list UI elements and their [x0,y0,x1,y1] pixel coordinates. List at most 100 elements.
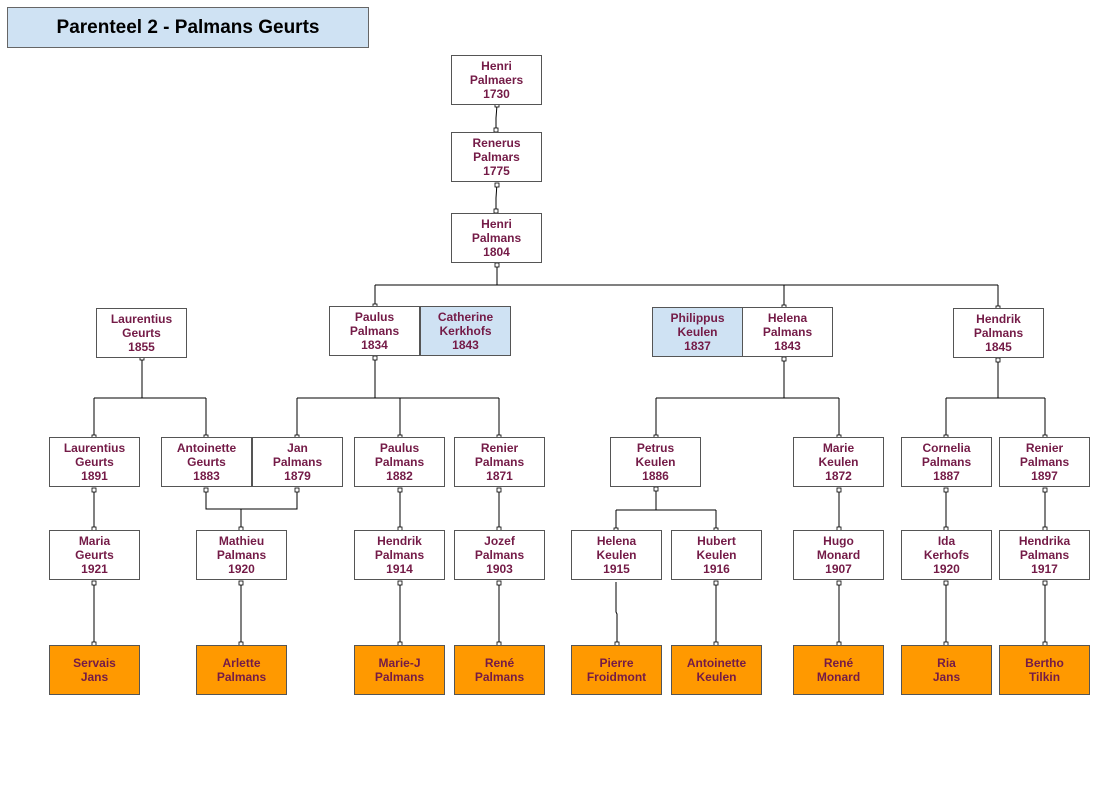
person-text: 1804 [483,245,510,259]
person-text: Geurts [122,326,161,340]
person-text: Petrus [636,441,675,455]
person-text: 1915 [603,562,630,576]
person-text: Palmans [1019,548,1070,562]
person-text: Henri [481,217,512,231]
person-text: 1883 [193,469,220,483]
person-text: Palmans [474,548,525,562]
connector-dot [1042,487,1048,493]
person-text: Palmans [973,326,1024,340]
person-text: 1882 [386,469,413,483]
person-text: 1920 [228,562,255,576]
person-text: 1891 [81,469,108,483]
person-text: Maria [78,534,111,548]
person-text: 1730 [483,87,510,101]
person-text: Keulen [818,455,859,469]
person-text: Palmans [349,324,400,338]
person-text: Monard [816,670,861,684]
connector-line [495,182,498,213]
person-text: Jans [932,670,961,684]
person-text: Cornelia [922,441,971,455]
person-text: 1886 [642,469,669,483]
person-text: Hendrik [377,534,422,548]
person-text: Jozef [484,534,515,548]
person-text: Ida [937,534,956,548]
person-text: 1843 [774,339,801,353]
connector-dot [653,486,659,492]
person-text: Palmaers [469,73,524,87]
connector-line [615,582,618,645]
person-text: Mathieu [218,534,265,548]
person-text: 1837 [684,339,711,353]
person-text: Palmans [374,670,425,684]
person-text: Antoinette [176,441,237,455]
person-text: 1917 [1031,562,1058,576]
person-text: Keulen [635,455,676,469]
person-text: 1845 [985,340,1012,354]
person-text: Paulus [354,310,395,324]
person-text: Geurts [75,455,114,469]
person-text: Geurts [75,548,114,562]
connector-dot [496,580,502,586]
person-text: 1907 [825,562,852,576]
connector-dot [294,487,300,493]
person-text: Renier [480,441,519,455]
person-text: René [484,656,515,670]
person-text: Keulen [596,548,637,562]
connector-dot [496,487,502,493]
person-text: Palmans [474,455,525,469]
person-text: Keulen [677,325,718,339]
connector-dot [494,182,500,188]
person-text: Palmars [473,150,520,164]
connector-dot [91,580,97,586]
person-text: Palmans [216,548,267,562]
connector-dot [1042,580,1048,586]
person-text: 1887 [933,469,960,483]
person-text: Helena [596,534,637,548]
person-text: Jans [80,670,109,684]
person-text: Marie-J [378,656,421,670]
person-text: Kerkhofs [439,324,492,338]
person-text: Marie [822,441,855,455]
person-text: Palmans [374,455,425,469]
connector-dot [238,580,244,586]
person-text: Henri [481,59,512,73]
person-text: Monard [816,548,861,562]
person-text: Hugo [823,534,854,548]
person-text: Froidmont [586,670,647,684]
person-text: 1871 [486,469,513,483]
connector-line [205,489,298,510]
person-text: Renier [1025,441,1064,455]
person-text: 1921 [81,562,108,576]
person-text: Palmans [474,670,525,684]
person-text: Pierre [599,656,634,670]
person-text: Palmans [921,455,972,469]
person-text: René [823,656,854,670]
connector-dot [836,487,842,493]
person-text: 1903 [486,562,513,576]
person-text: Tilkin [1028,670,1061,684]
connector-dot [372,355,378,361]
